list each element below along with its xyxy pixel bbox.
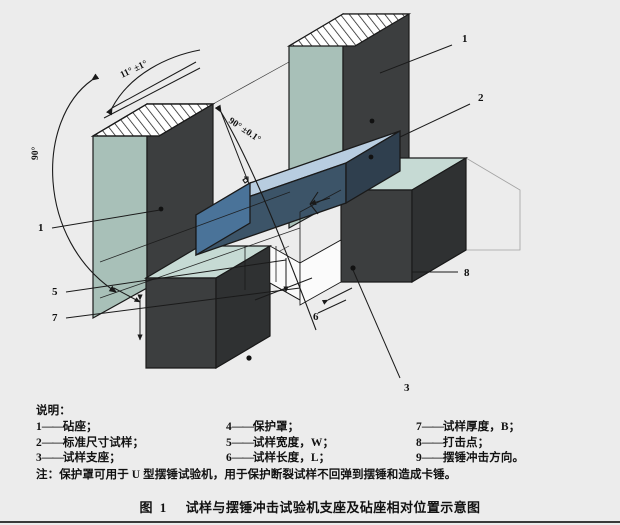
angle-arc-90-left [52,73,117,293]
bottom-rule [0,521,620,523]
technical-drawing: 1 2 8 3 6 [30,12,521,394]
protective-cover-outline [146,157,521,369]
specimen-bar [195,129,401,257]
legend-item: 6——试样长度，L； [226,451,416,467]
legend-item: 9——摆锤冲击方向。 [416,451,596,467]
callout-6-center: 6 [254,277,347,323]
legend-num: 1 [36,421,42,433]
legend-grid: 1——砧座； 2——标准尺寸试样； 3——试样支座； 4——保护罩； 5——试样… [36,420,596,467]
legend-column-3: 7——试样厚度，B； 8——打击点； 9——摆锤冲击方向。 [416,420,596,467]
legend: 说明： 1——砧座； 2——标准尺寸试样； 3——试样支座； 4——保护罩； 5… [36,404,596,483]
legend-dash: —— [231,452,254,464]
legend-num: 3 [36,452,42,464]
legend-num: 9 [416,452,422,464]
callout-1-left: 1 [38,209,161,234]
legend-num: 5 [226,436,232,449]
angle-label-90-left: 90° [30,147,41,161]
callout-label: 2 [478,92,484,104]
callout-label: 1 [462,33,468,45]
angle-arc-90-center [214,104,317,331]
callout-label: 5 [52,286,58,298]
legend-dash: —— [421,452,444,464]
legend-title: 说明： [36,405,71,417]
callout-label: 6 [313,311,319,323]
legend-item: 1——砧座； [36,420,226,436]
callout-8-right: 8 [412,267,470,279]
legend-text: 摆锤冲击方向。 [442,452,525,464]
legend-num: 4 [226,421,232,433]
legend-text: 试样宽度，W； [252,436,335,449]
callout-5-left: 5 [52,259,287,298]
legend-text: 试样支座； [62,452,121,464]
legend-text: 保护罩； [252,421,300,433]
legend-column-2: 4——保护罩； 5——试样宽度，W； 6——试样长度，L； [226,420,416,467]
impact-dot [158,206,164,212]
support-left-plate [93,104,147,318]
callout-7-left: 7 [52,287,301,324]
callout-3-bottom: 3 [352,269,410,394]
impact-dot [369,118,375,124]
callout-label: 1 [38,222,44,234]
impact-dot [368,154,374,160]
legend-text: 砧座； [62,421,98,433]
legend-item: 7——试样厚度，B； [416,420,596,436]
figure-caption-text: 试样与摆锤冲击试验机支座及砧座相对位置示意图 [185,500,481,515]
legend-dash: —— [41,452,64,464]
figure-caption: 图 1 试样与摆锤冲击试验机支座及砧座相对位置示意图 [0,497,620,516]
legend-num: 6 [226,452,232,464]
callout-label: 3 [404,382,410,394]
callout-label: 8 [464,267,470,279]
legend-dash: —— [231,436,254,449]
legend-item: 8——打击点； [416,436,596,452]
legend-dash: —— [41,436,64,449]
legend-dash: —— [421,421,444,433]
legend-text: 试样厚度，B； [442,421,521,433]
legend-dash: —— [41,421,64,433]
callout-2-right: 2 [399,92,484,138]
leader-construction [99,191,301,369]
legend-num: 8 [416,436,422,449]
legend-text: 标准尺寸试样； [62,436,145,449]
legend-note: 注：保护罩可用于 U 型摆锤试验机，用于保护断裂试样不回弹到摆锤和造成卡锤。 [36,468,457,481]
legend-column-1: 1——砧座； 2——标准尺寸试样； 3——试样支座； [36,420,226,467]
callout-1-right: 1 [379,33,468,74]
legend-num: 7 [416,421,422,433]
legend-dash: —— [231,421,254,433]
legend-item: 4——保护罩； [226,420,416,436]
legend-dash: —— [421,436,444,449]
dimension-arrows [113,246,353,345]
legend-text: 打击点； [442,436,490,449]
legend-item: 2——标准尺寸试样； [36,436,226,452]
legend-text: 试样长度，L； [252,452,331,464]
legend-item: 3——试样支座； [36,451,226,467]
figure-number: 图 1 [139,500,169,515]
angle-arc-11deg [103,49,201,119]
callout-label: 7 [52,312,58,324]
impact-point-dot [246,355,252,361]
legend-item: 5——试样宽度，W； [226,436,416,452]
impact-point-dot [350,265,356,271]
legend-num: 2 [36,436,42,449]
